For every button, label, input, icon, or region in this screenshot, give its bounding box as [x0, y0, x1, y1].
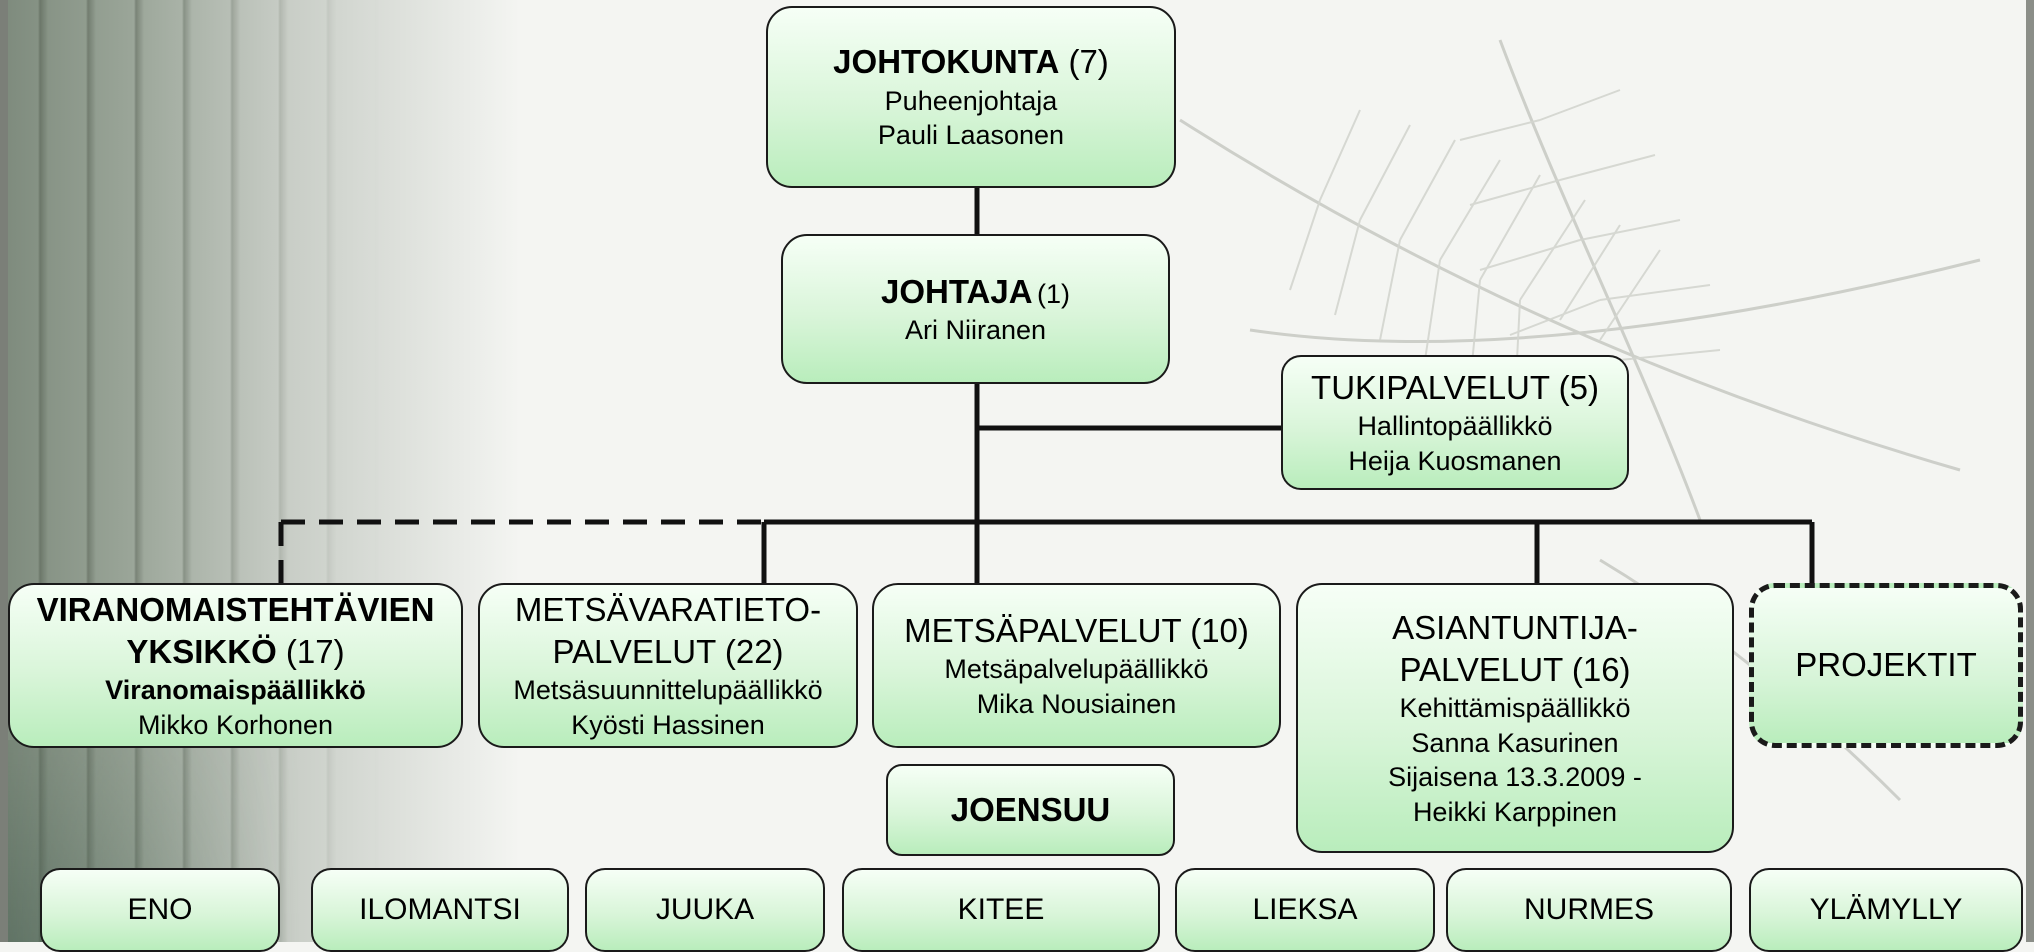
board-role: Puheenjohtaja — [884, 85, 1058, 116]
authority-title-line1: VIRANOMAISTEHTÄVIEN — [36, 590, 435, 628]
forest-services-box: METSÄPALVELUT (10) Metsäpalvelupäällikkö… — [872, 583, 1281, 748]
office-label: KITEE — [957, 892, 1045, 926]
forest-resource-services-box: METSÄVARATIETO- PALVELUT (22) Metsäsuunn… — [478, 583, 858, 748]
director-title: JOHTAJA — [880, 272, 1033, 310]
office-nurmes: NURMES — [1446, 868, 1732, 952]
support-role: Hallintopäällikkö — [1357, 411, 1553, 442]
office-label: JUUKA — [655, 892, 755, 926]
expert-title-line2: PALVELUT (16) — [1399, 650, 1631, 688]
office-juuka: JUUKA — [585, 868, 825, 952]
right-frame-edge — [2026, 0, 2034, 942]
director-box: JOHTAJA (1) Ari Niiranen — [781, 234, 1170, 384]
authority-unit-box: VIRANOMAISTEHTÄVIEN YKSIKKÖ (17) Viranom… — [8, 583, 463, 748]
expert-title-line1: ASIANTUNTIJA- — [1392, 608, 1638, 646]
director-count: (1) — [1037, 278, 1071, 309]
office-ilomantsi: ILOMANTSI — [311, 868, 569, 952]
office-ylamylly: YLÄMYLLY — [1749, 868, 2023, 952]
forest-resource-role: Metsäsuunnittelupäällikkö — [513, 675, 823, 706]
office-label: YLÄMYLLY — [1809, 892, 1963, 926]
support-services-box: TUKIPALVELUT (5) Hallintopäällikkö Heija… — [1281, 355, 1629, 490]
forest-services-role: Metsäpalvelupäällikkö — [944, 654, 1209, 685]
left-frame-edge — [0, 0, 8, 942]
board-person: Pauli Laasonen — [877, 120, 1065, 151]
authority-role: Viranomaispäällikkö — [105, 675, 366, 706]
board-count: (7) — [1068, 43, 1109, 81]
joensuu-title: JOENSUU — [950, 790, 1111, 828]
expert-role: Kehittämispäällikkö — [1399, 693, 1631, 724]
expert-services-box: ASIANTUNTIJA- PALVELUT (16) Kehittämispä… — [1296, 583, 1734, 853]
forest-resource-title-line1: METSÄVARATIETO- — [514, 590, 822, 628]
joensuu-office-box: JOENSUU — [886, 764, 1175, 856]
expert-substitute-line2: Heikki Karppinen — [1412, 796, 1618, 827]
office-lieksa: LIEKSA — [1175, 868, 1435, 952]
projects-title: PROJEKTIT — [1795, 646, 1977, 684]
support-title: TUKIPALVELUT (5) — [1311, 368, 1599, 406]
expert-substitute-line1: Sijaisena 13.3.2009 - — [1388, 762, 1642, 793]
expert-person: Sanna Kasurinen — [1411, 727, 1619, 758]
office-eno: ENO — [40, 868, 280, 952]
board-box: JOHTOKUNTA (7) Puheenjohtaja Pauli Laaso… — [766, 6, 1176, 188]
office-label: LIEKSA — [1252, 892, 1358, 926]
forest-resource-title-line2: PALVELUT (22) — [552, 632, 784, 670]
forest-services-title: METSÄPALVELUT (10) — [904, 611, 1249, 649]
authority-count: (17) — [285, 632, 345, 670]
forest-services-person: Mika Nousiainen — [976, 688, 1177, 719]
forest-resource-person: Kyösti Hassinen — [571, 709, 765, 740]
support-person: Heija Kuosmanen — [1348, 445, 1562, 476]
office-label: NURMES — [1523, 892, 1654, 926]
office-label: ENO — [127, 892, 193, 926]
authority-person: Mikko Korhonen — [137, 709, 334, 740]
projects-box: PROJEKTIT — [1749, 583, 2023, 748]
board-title: JOHTOKUNTA — [833, 43, 1060, 81]
office-label: ILOMANTSI — [359, 892, 521, 926]
office-kitee: KITEE — [842, 868, 1160, 952]
director-person: Ari Niiranen — [904, 314, 1047, 345]
authority-title-line2: YKSIKKÖ — [126, 632, 277, 670]
